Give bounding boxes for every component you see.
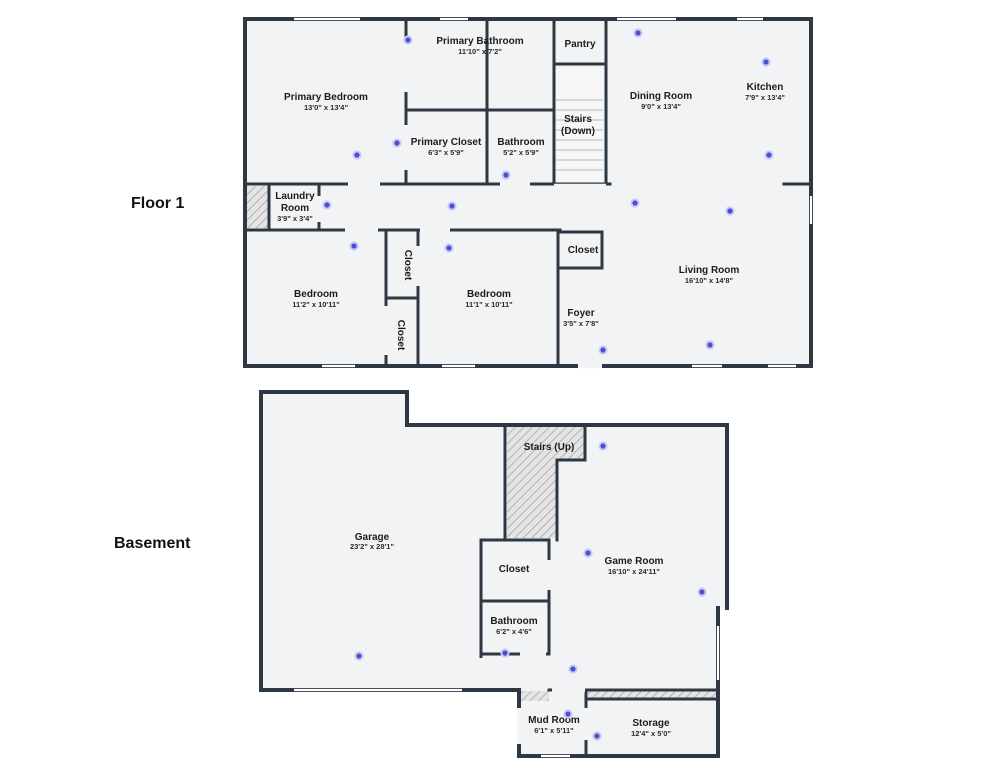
room-name-game-room: Game Room (605, 556, 664, 567)
camera-pin-icon[interactable] (563, 709, 573, 719)
room-name-stairs-down: Stairs (564, 114, 592, 125)
mudroom-hatch (521, 691, 549, 701)
floor-1-plan (243, 17, 813, 369)
room-dim-storage: 12'4" x 5'0" (631, 729, 671, 738)
room-dim-garage: 23'2" x 28'1" (350, 542, 394, 551)
camera-pin-icon[interactable] (761, 57, 771, 67)
camera-pin-icon[interactable] (501, 170, 511, 180)
floor-1-windows (294, 17, 813, 368)
room-name-closet-b: Closet (395, 320, 406, 351)
camera-pin-icon[interactable] (725, 206, 735, 216)
room-dim-bedroom-2: 11'1" x 10'11" (465, 300, 513, 309)
room-dim-bathroom-1: 5'2" x 5'9" (503, 148, 539, 157)
storage-hatch (588, 690, 718, 698)
basement-door-openings (478, 560, 589, 744)
camera-pin-icon[interactable] (352, 150, 362, 160)
basement-exterior-wall-top (259, 390, 729, 610)
floor-label-basement: Basement (114, 535, 191, 552)
room-name-laundry-room-2: Room (281, 203, 309, 214)
room-name-laundry-room: Laundry (275, 191, 315, 202)
floor-1-fill (245, 19, 811, 366)
room-name-primary-bathroom: Primary Bathroom (436, 36, 523, 47)
camera-pin-icon[interactable] (598, 345, 608, 355)
room-name-living-room: Living Room (679, 265, 740, 276)
room-name-pantry: Pantry (564, 39, 596, 50)
camera-pin-icon[interactable] (403, 35, 413, 45)
room-name-foyer: Foyer (567, 308, 594, 319)
laundry-hatch (247, 186, 269, 228)
room-dim-laundry-room: 3'9" x 3'4" (277, 214, 313, 223)
room-name-primary-bedroom: Primary Bedroom (284, 92, 368, 103)
stairs-down-treads (556, 68, 603, 182)
room-name-garage: Garage (355, 532, 390, 543)
room-dim-living-room: 16'10" x 14'8" (685, 276, 734, 285)
room-name-mud-room: Mud Room (528, 715, 580, 726)
camera-pin-icon[interactable] (630, 198, 640, 208)
camera-pins[interactable] (322, 28, 774, 741)
room-dim-primary-closet: 6'3" x 5'9" (428, 148, 464, 157)
room-dim-bedroom-1: 11'2" x 10'11" (292, 300, 340, 309)
room-name-closet-basement: Closet (499, 564, 530, 575)
camera-pin-icon[interactable] (764, 150, 774, 160)
room-name-bathroom-1: Bathroom (497, 137, 544, 148)
floor-1-door-openings (316, 40, 606, 369)
room-dim-bathroom-2: 6'2" x 4'6" (496, 627, 532, 636)
camera-pin-icon[interactable] (598, 441, 608, 451)
basement-lower-fill (519, 690, 718, 758)
room-dim-primary-bathroom: 11'10" x 7'2" (458, 47, 502, 56)
room-name-kitchen: Kitchen (747, 82, 784, 93)
floor-label-floor-1: Floor 1 (131, 195, 185, 212)
camera-pin-icon[interactable] (392, 138, 402, 148)
room-name-bathroom-2: Bathroom (490, 616, 537, 627)
room-dim-dining-room: 9'0" x 13'4" (641, 102, 681, 111)
camera-pin-icon[interactable] (633, 28, 643, 38)
room-name-stairs-up: Stairs (Up) (524, 442, 575, 453)
room-labels: Primary Bedroom 13'0" x 13'4" Primary Ba… (275, 36, 785, 738)
room-name-dining-room: Dining Room (630, 91, 692, 102)
room-name-closet-foyer: Closet (568, 245, 599, 256)
camera-pin-icon[interactable] (592, 731, 602, 741)
camera-pin-icon[interactable] (447, 201, 457, 211)
camera-pin-icon[interactable] (349, 241, 359, 251)
room-name-bedroom-2: Bedroom (467, 289, 511, 300)
room-name-primary-closet: Primary Closet (411, 137, 482, 148)
basement-plan (259, 390, 729, 758)
camera-pin-icon[interactable] (444, 243, 454, 253)
room-name-closet-a: Closet (402, 250, 413, 281)
room-dim-game-room: 16'10" x 24'11" (608, 567, 660, 576)
camera-pin-icon[interactable] (583, 548, 593, 558)
stairs-up-hatch (507, 427, 584, 538)
camera-pin-icon[interactable] (322, 200, 332, 210)
camera-pin-icon[interactable] (500, 648, 510, 658)
camera-pin-icon[interactable] (697, 587, 707, 597)
room-name-bedroom-1: Bedroom (294, 289, 338, 300)
basement-windows (294, 626, 720, 758)
room-name-storage: Storage (632, 718, 670, 729)
room-dim-mud-room: 6'1" x 5'11" (534, 726, 574, 735)
room-name-stairs-down-2: (Down) (561, 126, 595, 137)
room-dim-foyer: 3'5" x 7'8" (563, 319, 599, 328)
floor-1-exterior-wall (243, 17, 813, 368)
room-dim-primary-bedroom: 13'0" x 13'4" (304, 103, 348, 112)
camera-pin-icon[interactable] (354, 651, 364, 661)
room-dim-kitchen: 7'9" x 13'4" (745, 93, 785, 102)
camera-pin-icon[interactable] (568, 664, 578, 674)
camera-pin-icon[interactable] (705, 340, 715, 350)
